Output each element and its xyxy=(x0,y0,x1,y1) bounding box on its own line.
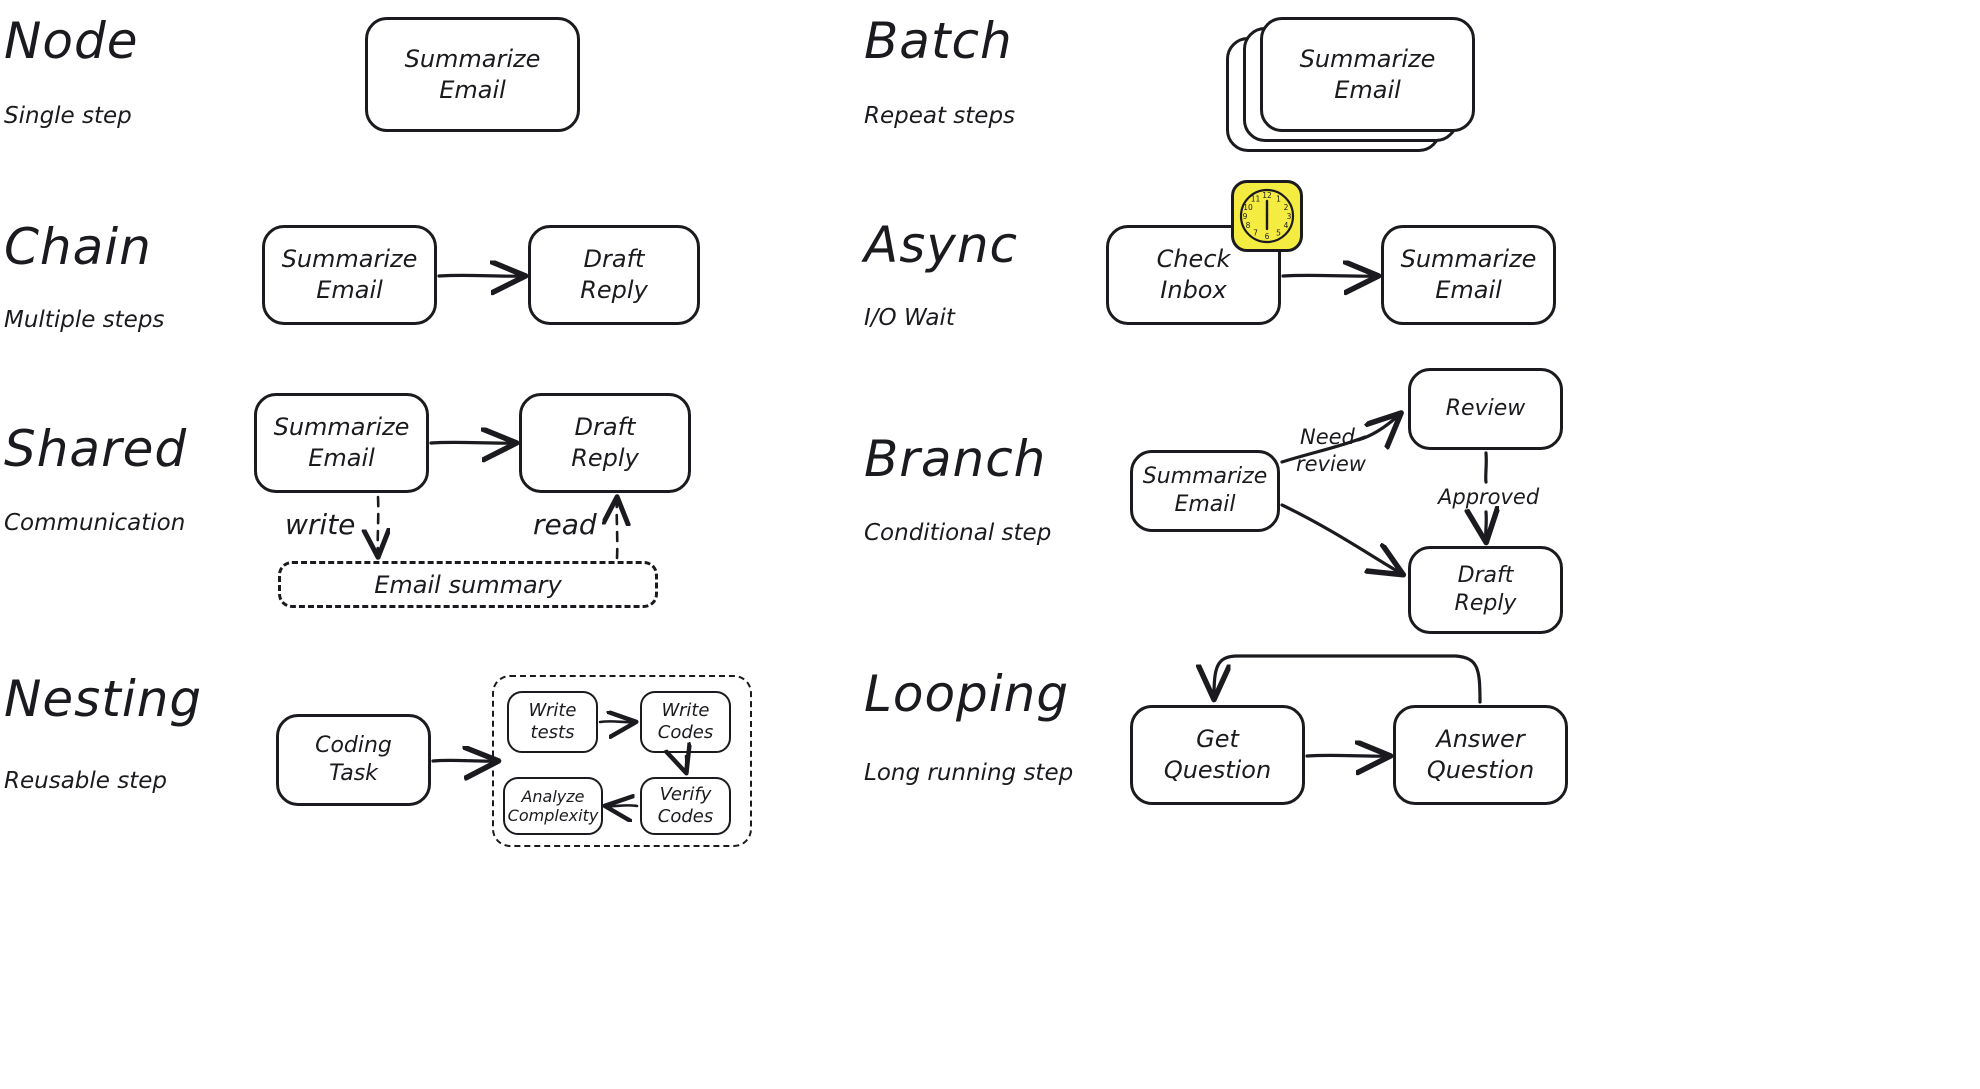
svg-text:2: 2 xyxy=(1284,203,1289,212)
edge-label-read: read xyxy=(533,508,597,541)
nesting-node-coding-task[interactable]: Coding Task xyxy=(276,714,431,806)
shared-store-email-summary[interactable]: Email summary xyxy=(278,561,658,608)
pattern-title-node: Node xyxy=(4,12,139,70)
svg-text:7: 7 xyxy=(1253,229,1258,238)
pattern-subtitle-batch: Repeat steps xyxy=(864,103,1016,129)
pattern-subtitle-nesting: Reusable step xyxy=(4,768,167,794)
edge-label-need: Need xyxy=(1300,425,1355,449)
looping-node-answer-question[interactable]: Answer Question xyxy=(1393,705,1568,805)
node-summarize-email[interactable]: Summarize Email xyxy=(365,17,580,132)
shared-read-arrow xyxy=(617,498,618,560)
edge-label-write: write xyxy=(285,508,356,541)
pattern-title-branch: Branch xyxy=(864,430,1047,488)
shared-arrow xyxy=(429,442,515,443)
svg-text:6: 6 xyxy=(1265,232,1270,241)
svg-text:11: 11 xyxy=(1251,195,1261,204)
pattern-subtitle-shared: Communication xyxy=(4,510,186,536)
svg-text:3: 3 xyxy=(1287,212,1292,221)
async-node-check-inbox[interactable]: Check Inbox xyxy=(1106,225,1281,325)
looping-back-arrow xyxy=(1214,654,1482,704)
branch-approved-line-top xyxy=(1484,451,1488,484)
async-arrow xyxy=(1281,275,1377,276)
chain-node-summarize-email[interactable]: Summarize Email xyxy=(262,225,437,325)
svg-text:1: 1 xyxy=(1276,195,1281,204)
svg-text:8: 8 xyxy=(1246,221,1251,230)
pattern-title-looping: Looping xyxy=(864,665,1070,723)
looping-forward-arrow xyxy=(1305,755,1389,756)
nesting-node-analyze-complexity[interactable]: Analyze Complexity xyxy=(503,777,603,835)
async-node-summarize-email[interactable]: Summarize Email xyxy=(1381,225,1556,325)
batch-card-front[interactable]: Summarize Email xyxy=(1260,17,1475,132)
shared-node-draft-reply[interactable]: Draft Reply xyxy=(519,393,691,493)
svg-text:5: 5 xyxy=(1276,229,1281,238)
nesting-node-verify-codes[interactable]: Verify Codes xyxy=(640,777,731,835)
edge-label-review: review xyxy=(1296,452,1366,476)
shared-write-arrow xyxy=(378,495,379,556)
svg-text:10: 10 xyxy=(1243,203,1253,212)
svg-text:4: 4 xyxy=(1284,221,1289,230)
pattern-title-shared: Shared xyxy=(4,420,188,478)
shared-node-summarize-email[interactable]: Summarize Email xyxy=(254,393,429,493)
branch-node-review[interactable]: Review xyxy=(1408,368,1563,450)
pattern-subtitle-looping: Long running step xyxy=(864,760,1074,786)
pattern-subtitle-chain: Multiple steps xyxy=(4,307,165,333)
branch-arrow-to-draft-reply xyxy=(1280,503,1402,574)
clock-icon: 12 1 2 3 4 5 6 7 8 9 10 11 xyxy=(1231,180,1303,252)
chain-node-draft-reply[interactable]: Draft Reply xyxy=(528,225,700,325)
branch-node-summarize-email[interactable]: Summarize Email xyxy=(1130,450,1280,532)
nesting-node-write-tests[interactable]: Write tests xyxy=(507,691,598,753)
pattern-title-chain: Chain xyxy=(4,218,152,276)
nesting-node-write-codes[interactable]: Write Codes xyxy=(640,691,731,753)
svg-text:9: 9 xyxy=(1243,212,1248,221)
chain-arrow xyxy=(437,275,524,276)
pattern-title-async: Async xyxy=(864,216,1019,274)
svg-text:12: 12 xyxy=(1262,191,1272,200)
pattern-title-nesting: Nesting xyxy=(4,670,203,728)
pattern-subtitle-async: I/O Wait xyxy=(864,305,955,331)
pattern-title-batch: Batch xyxy=(864,12,1013,70)
branch-node-draft-reply[interactable]: Draft Reply xyxy=(1408,546,1563,634)
branch-approved-arrow xyxy=(1486,512,1487,541)
pattern-subtitle-node: Single step xyxy=(4,103,132,129)
looping-node-get-question[interactable]: Get Question xyxy=(1130,705,1305,805)
edge-label-approved: Approved xyxy=(1438,485,1540,509)
nesting-entry-arrow xyxy=(431,760,497,761)
pattern-subtitle-branch: Conditional step xyxy=(864,520,1052,546)
branch-arrow-to-review xyxy=(1356,414,1400,440)
